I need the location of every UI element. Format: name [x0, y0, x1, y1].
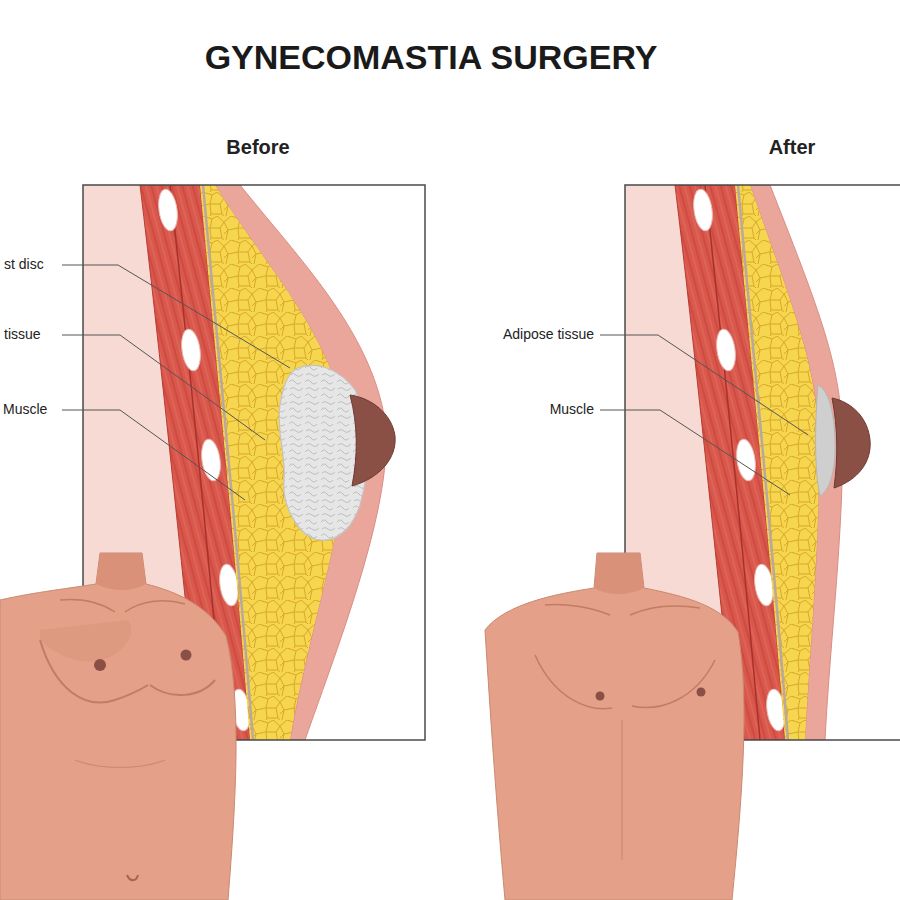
part-label: Adipose tissue — [503, 326, 594, 344]
after-torso — [485, 553, 744, 900]
nipple — [94, 659, 106, 671]
nipple — [596, 692, 605, 701]
rib — [156, 188, 180, 232]
panel-heading: Before — [226, 135, 289, 160]
neck-shadow — [594, 553, 644, 594]
navel — [127, 875, 138, 880]
leader-line — [62, 410, 245, 500]
part-label: st disc — [4, 256, 44, 274]
nipple — [350, 395, 395, 486]
neck-shadow — [96, 553, 146, 590]
rib — [691, 188, 715, 232]
leader-line — [600, 335, 808, 435]
before-torso — [0, 553, 236, 900]
part-label: tissue — [4, 326, 41, 344]
torso — [485, 553, 744, 900]
fascia-line — [738, 185, 788, 740]
panel-heading: After — [769, 135, 816, 160]
diagram-title: GYNECOMASTIA SURGERY — [205, 36, 658, 79]
remaining-tissue — [816, 385, 835, 496]
nipple — [181, 650, 192, 661]
abdomen-line — [75, 760, 165, 768]
leader-line — [62, 265, 290, 368]
breast-fold — [150, 680, 215, 695]
nipple — [697, 688, 706, 697]
leader-line — [600, 410, 790, 495]
rib — [179, 328, 203, 372]
collarbone — [545, 604, 700, 615]
adipose-layer — [735, 185, 819, 740]
rib — [714, 328, 738, 372]
part-label: Muscle — [3, 401, 47, 419]
abdomen-line — [621, 720, 622, 860]
leader-line — [62, 335, 265, 440]
collarbone — [60, 600, 185, 613]
nipple — [832, 398, 870, 488]
part-label: Muscle — [550, 401, 594, 419]
pectoral-line — [535, 655, 715, 709]
breast-disc — [279, 365, 368, 540]
rib — [734, 438, 758, 482]
torso — [0, 553, 236, 900]
breast-shade — [40, 620, 131, 661]
leader-lines — [62, 265, 808, 500]
